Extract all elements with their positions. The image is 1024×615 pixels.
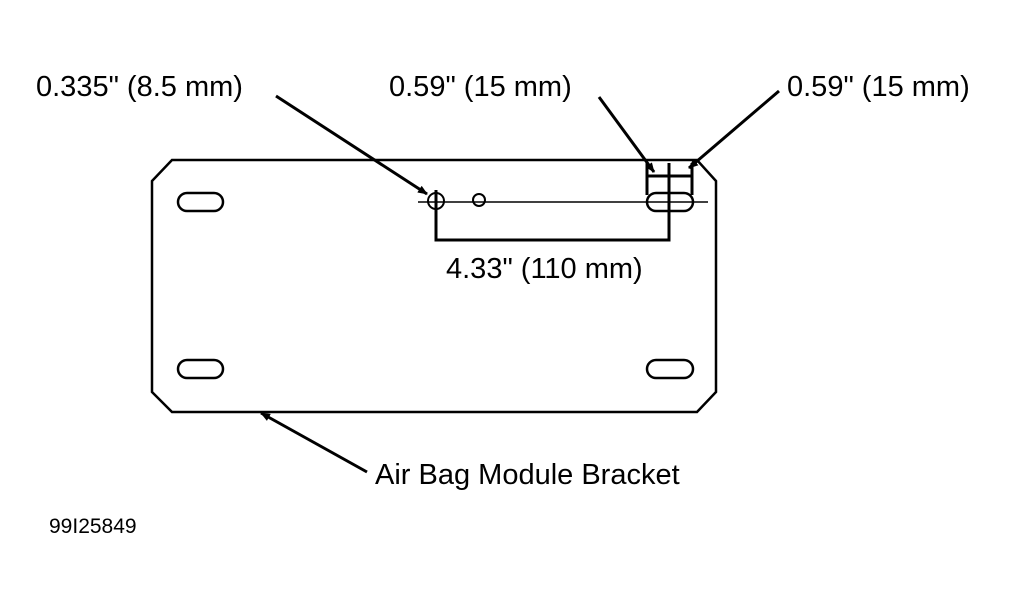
figure-id-label: 99I25849 [49, 515, 137, 538]
leader-slot-right [688, 89, 780, 170]
slot-dim-left-label: 0.59" (15 mm) [389, 71, 572, 103]
leader-slot-left [597, 96, 656, 173]
leader-part-name [260, 411, 368, 474]
leader-hole-diameter [275, 94, 428, 196]
slot-bottom-left [176, 358, 225, 380]
spacing-dimension-line [434, 163, 671, 242]
slot-bottom-right [645, 358, 695, 380]
hole-secondary [472, 193, 486, 207]
slot-top-left [176, 191, 225, 213]
part-name-label: Air Bag Module Bracket [375, 459, 680, 491]
slot-dim-right-label: 0.59" (15 mm) [787, 71, 970, 103]
hole-diameter-label: 0.335" (8.5 mm) [36, 71, 243, 103]
hole-spacing-label: 4.33" (110 mm) [446, 253, 643, 285]
bracket-outline [150, 158, 718, 414]
